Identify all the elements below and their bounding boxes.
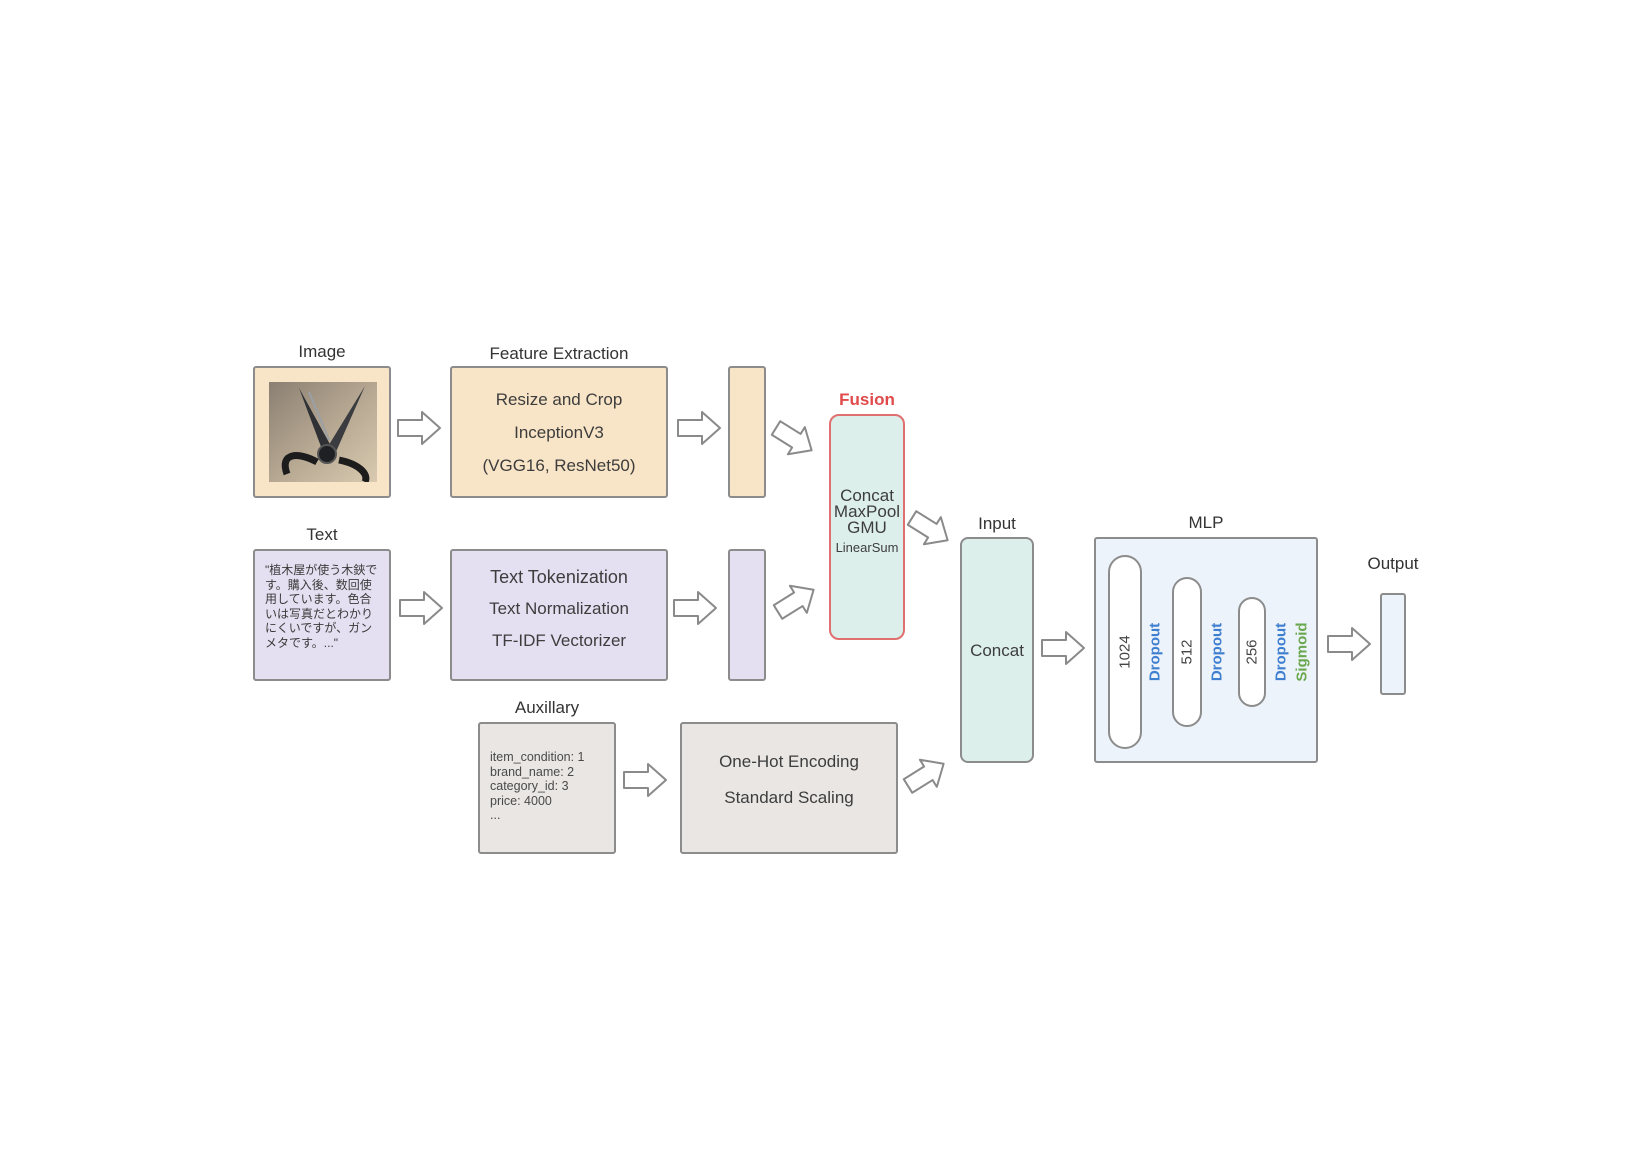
text-sample: "植木屋が使う木鋏です。購入後、数回使用しています。色合いは写真だとわかりにくい… [265, 563, 378, 650]
output-title: Output [1367, 554, 1419, 573]
aux-field-brand-name: brand_name: 2 [490, 764, 575, 779]
text-step-tokenization: Text Tokenization [490, 567, 628, 587]
aux-step-scaling: Standard Scaling [724, 788, 854, 807]
feature-step-alternatives: (VGG16, ResNet50) [482, 456, 636, 475]
fusion-title: Fusion [839, 390, 895, 409]
mlp-layer-512 [1172, 577, 1202, 727]
mlp-layer-256-label: 256 [1243, 639, 1261, 665]
mlp-title: MLP [1188, 513, 1224, 532]
mlp-layer-1024 [1108, 555, 1142, 749]
mlp-dropout-1: Dropout [1146, 622, 1164, 682]
fusion-method-linearsum: LinearSum [835, 540, 899, 555]
fusion-method-gmu: GMU [847, 518, 887, 537]
text-step-normalization: Text Normalization [489, 599, 629, 618]
output-vector [1380, 593, 1406, 695]
mlp-layer-1024-label: 1024 [1116, 635, 1134, 669]
arrow-aux-to-input [898, 749, 954, 801]
fusion-method-maxpool: MaxPool [833, 502, 901, 521]
arrow-processing-to-vector [673, 591, 717, 625]
feature-step-resize: Resize and Crop [495, 390, 623, 409]
mlp-dropout-2: Dropout [1208, 622, 1226, 682]
arrow-text-vector-to-fusion [768, 575, 824, 627]
auxiliary-box: item_condition: 1 brand_name: 2 category… [478, 722, 616, 854]
image-feature-vector [728, 366, 766, 498]
mlp-dropout-3: Dropout [1272, 622, 1290, 682]
arrow-image-to-feature [397, 411, 441, 445]
aux-field-ellipsis: ... [490, 808, 501, 822]
arrow-image-vector-to-fusion [766, 413, 822, 465]
aux-field-item-condition: item_condition: 1 [490, 750, 585, 764]
mlp-layer-256 [1238, 597, 1266, 707]
image-box [253, 366, 391, 498]
input-box: Concat [960, 537, 1034, 763]
fusion-method-concat: Concat [840, 486, 894, 505]
fusion-box: Concat MaxPool GMU LinearSum [829, 414, 905, 640]
arrow-input-to-mlp [1041, 631, 1085, 665]
text-title: Text [306, 525, 338, 544]
mlp-box: 1024 Dropout 512 Dropout 256 Dropout Sig… [1094, 537, 1318, 763]
aux-step-one-hot: One-Hot Encoding [719, 752, 859, 771]
scissors-photo [269, 382, 377, 482]
feature-extraction-box: Resize and Crop InceptionV3 (VGG16, ResN… [450, 366, 668, 498]
text-processing-box: Text Tokenization Text Normalization TF-… [450, 549, 668, 681]
text-step-tfidf: TF-IDF Vectorizer [491, 631, 627, 650]
mlp-layer-512-label: 512 [1178, 639, 1196, 665]
input-title: Input [978, 514, 1016, 533]
arrow-feature-to-vector [677, 411, 721, 445]
text-sample-box: "植木屋が使う木鋏です。購入後、数回使用しています。色合いは写真だとわかりにくい… [253, 549, 391, 681]
input-concat-label: Concat [970, 641, 1024, 660]
arrow-fusion-to-input [902, 503, 958, 555]
image-title: Image [298, 342, 346, 361]
feature-step-inception: InceptionV3 [514, 423, 604, 442]
aux-field-price: price: 4000 [490, 793, 552, 808]
arrow-aux-to-encoding [623, 763, 667, 797]
mlp-sigmoid: Sigmoid [1293, 622, 1311, 682]
aux-field-category-id: category_id: 3 [490, 779, 569, 793]
arrow-mlp-to-output [1327, 627, 1371, 661]
auxiliary-title: Auxillary [514, 698, 580, 717]
text-feature-vector [728, 549, 766, 681]
feature-extraction-title: Feature Extraction [489, 344, 629, 363]
auxiliary-processing-box: One-Hot Encoding Standard Scaling [680, 722, 898, 854]
auxiliary-fields: item_condition: 1 brand_name: 2 category… [490, 750, 585, 823]
arrow-text-to-processing [399, 591, 443, 625]
